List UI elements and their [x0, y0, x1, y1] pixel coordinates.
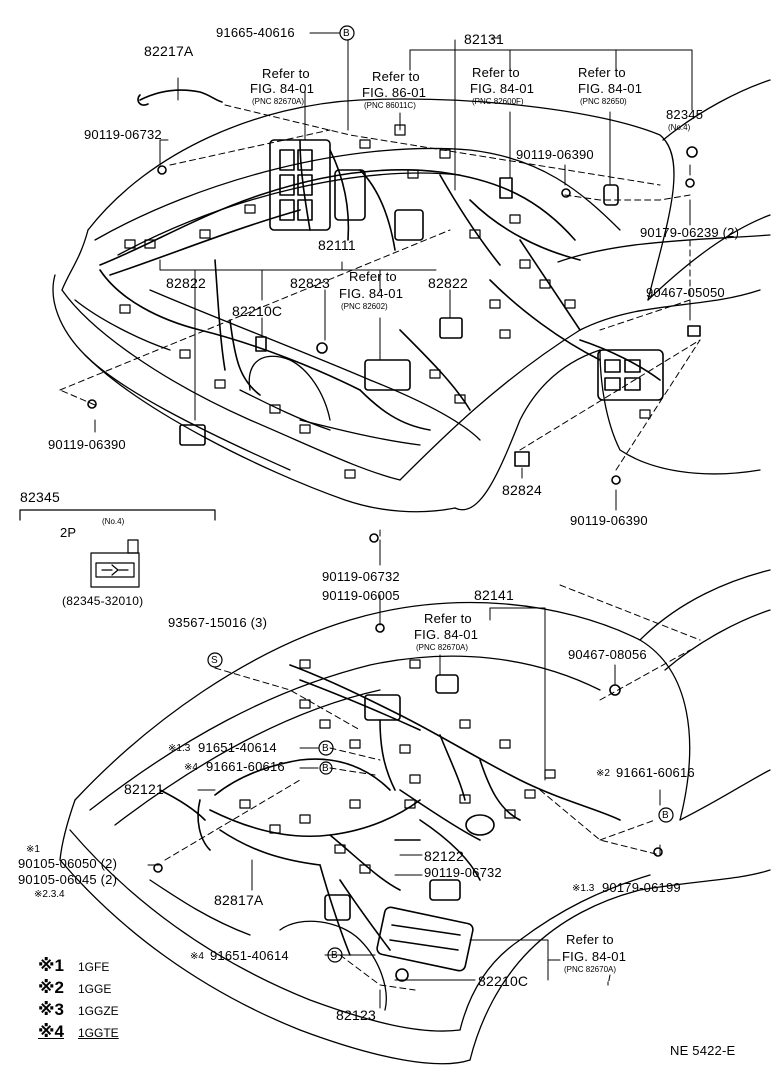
inset-pins: 2P — [60, 525, 77, 540]
label-90179-06239: 90179-06239 (2) — [640, 225, 740, 240]
label-91651-40614-b: 91651-40614 — [210, 948, 289, 963]
legend-engine: 1GGTE — [77, 1026, 119, 1040]
refer6-line2: FIG. 84-01 — [414, 627, 479, 642]
inset-82345-frame — [19, 509, 216, 588]
legend-engine: 1GGE — [77, 982, 112, 996]
mark-1: ※1 — [26, 844, 40, 855]
refer1-pnc: (PNC 82670A) — [252, 97, 305, 106]
label-90119-06732-top: 90119-06732 — [84, 127, 162, 142]
refer7-line2: FIG. 84-01 — [562, 949, 627, 964]
legend-symbol: ※3 — [38, 1000, 64, 1019]
label-91665-40616: 91665-40616 — [216, 25, 295, 40]
inset-title: 82345 — [20, 489, 60, 505]
mark-1-3-a: ※1.3 — [168, 743, 191, 754]
label-90105-06045: 90105-06045 (2) — [18, 872, 118, 887]
refer5-line2: FIG. 84-01 — [339, 286, 404, 301]
top-dashed — [59, 104, 701, 546]
refer3-line1: Refer to — [472, 65, 520, 80]
label-82217A: 82217A — [144, 43, 194, 59]
mark-1-3-b: ※1.3 — [572, 883, 595, 894]
label-82122: 82122 — [424, 848, 464, 864]
mark-4-a: ※4 — [184, 762, 198, 773]
refer2-pnc: (PNC 86011C) — [364, 101, 416, 110]
bottom-wire-harness — [153, 623, 663, 982]
inset-no4: (No.4) — [102, 517, 125, 526]
circle-b3-label: B — [662, 810, 669, 821]
bottom-leaders — [147, 594, 661, 1009]
label-82817A: 82817A — [214, 892, 264, 908]
label-90119-06390-c: 90119-06390 — [570, 513, 648, 528]
label-90119-06732-bot: 90119-06732 — [424, 865, 502, 880]
label-82823: 82823 — [290, 275, 330, 291]
refer4-line2: FIG. 84-01 — [578, 81, 643, 96]
label-90105-06050: 90105-06050 (2) — [18, 856, 118, 871]
label-82123: 82123 — [336, 1007, 376, 1023]
mark-2-3-4: ※2.3.4 — [34, 889, 65, 900]
inset-partno: (82345-32010) — [62, 594, 144, 608]
label-90467-08056: 90467-08056 — [568, 647, 647, 662]
legend-symbol: ※2 — [38, 978, 64, 997]
refer5-pnc: (PNC 82602) — [341, 302, 388, 311]
bottom-dashed — [164, 584, 701, 991]
label-82345-top: 82345 — [666, 107, 704, 122]
circle-b2-label: B — [322, 763, 329, 774]
bottom-car-body — [59, 569, 771, 1065]
label-82121: 82121 — [124, 781, 164, 797]
label-90119-06732-mid: 90119-06732 — [322, 569, 400, 584]
label-82210C-bot: 82210C — [478, 973, 529, 989]
circle-s-label: S — [211, 655, 218, 666]
label-no4-top: (No.4) — [668, 123, 691, 132]
circle-markers — [207, 25, 674, 963]
label-91661-60616-b: 91661-60616 — [616, 765, 695, 780]
legend-row-2: ※2 1GGE — [38, 978, 111, 998]
refer6-pnc: (PNC 82670A) — [416, 643, 469, 652]
top-leaders — [94, 32, 693, 566]
label-93567-15016: 93567-15016 (3) — [168, 615, 268, 630]
refer2-line1: Refer to — [372, 69, 420, 84]
legend-row-3: ※3 1GGZE — [38, 1000, 119, 1020]
refer5-line1: Refer to — [349, 269, 397, 284]
refer1-line2: FIG. 84-01 — [250, 81, 315, 96]
label-82131: 82131 — [464, 31, 504, 47]
label-91651-40614-a: 91651-40614 — [198, 740, 277, 755]
refer3-line2: FIG. 84-01 — [470, 81, 535, 96]
mark-4-b: ※4 — [190, 951, 204, 962]
refer7-pnc: (PNC 82670A) — [564, 965, 617, 974]
label-90179-06199: 90179-06199 — [602, 880, 681, 895]
circle-b-label: B — [343, 28, 350, 39]
circle-b4-label: B — [331, 950, 338, 961]
top-wire-harness — [87, 89, 701, 543]
legend-symbol: ※1 — [38, 956, 64, 975]
refer2-line2: FIG. 86-01 — [362, 85, 427, 100]
label-90467-05050: 90467-05050 — [646, 285, 725, 300]
label-82111: 82111 — [318, 237, 356, 253]
label-82822-left: 82822 — [166, 275, 206, 291]
refer4-line1: Refer to — [578, 65, 626, 80]
label-91661-60616-a: 91661-60616 — [206, 759, 285, 774]
refer7-line1: Refer to — [566, 932, 614, 947]
refer6-line1: Refer to — [424, 611, 472, 626]
label-90119-06005: 90119-06005 — [322, 588, 400, 603]
legend-row-1: ※1 1GFE — [38, 956, 109, 976]
label-82141: 82141 — [474, 587, 514, 603]
mark-2: ※2 — [596, 768, 610, 779]
label-82824: 82824 — [502, 482, 542, 498]
refer3-pnc: (PNC 82600F) — [472, 97, 524, 106]
label-82210C-top: 82210C — [232, 303, 283, 319]
legend-engine: 1GGZE — [77, 1004, 119, 1018]
legend-engine: 1GFE — [77, 960, 110, 974]
label-90119-06390-a: 90119-06390 — [516, 147, 594, 162]
refer4-pnc: (PNC 82650) — [580, 97, 627, 106]
circle-b1-label: B — [322, 743, 329, 754]
label-82822-right: 82822 — [428, 275, 468, 291]
refer1-line1: Refer to — [262, 66, 310, 81]
legend-symbol: ※4 — [38, 1022, 64, 1041]
label-90119-06390-b: 90119-06390 — [48, 437, 126, 452]
diagram-id: NE 5422-E — [670, 1043, 736, 1058]
legend-row-4: ※4 1GGTE — [38, 1022, 119, 1042]
